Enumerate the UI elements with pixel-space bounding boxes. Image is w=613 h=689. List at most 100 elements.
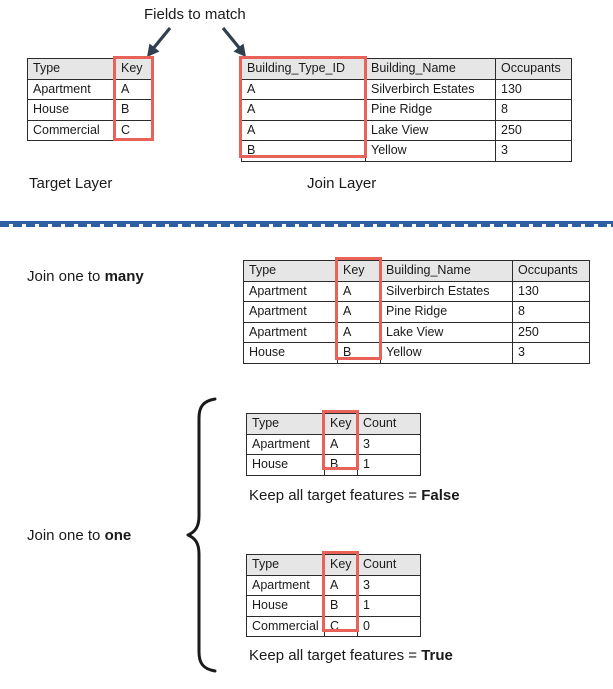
- cell-building-type-id: B: [241, 140, 366, 162]
- table-row: A Pine Ridge 8: [241, 99, 572, 121]
- cell-building-type-id: A: [241, 99, 366, 121]
- table-row: A Lake View 250: [241, 119, 572, 141]
- cell-count: 1: [357, 595, 421, 617]
- cell-type: Apartment: [243, 321, 338, 343]
- table-row: House B 1: [246, 454, 421, 476]
- cell-key: C: [115, 119, 153, 141]
- section-divider: [0, 221, 613, 231]
- cell-type: Commercial: [246, 615, 325, 637]
- table-row: Apartment A Pine Ridge 8: [243, 301, 590, 323]
- column-header-key: Key: [115, 58, 153, 80]
- cell-type: Apartment: [243, 301, 338, 323]
- join-one-to-one-emphasis: one: [104, 527, 132, 544]
- column-header-count: Count: [357, 413, 421, 435]
- cell-type: House: [246, 595, 325, 617]
- column-header-building-name: Building_Name: [380, 260, 513, 282]
- cell-key: A: [324, 433, 358, 455]
- cell-building-name: Yellow: [380, 342, 513, 364]
- column-header-key: Key: [337, 260, 381, 282]
- cell-type: Apartment: [246, 433, 325, 455]
- table-header-row: Type Key Building_Name Occupants: [243, 260, 590, 282]
- cell-occupants: 250: [512, 321, 590, 343]
- cell-key: B: [324, 454, 358, 476]
- column-header-occupants: Occupants: [512, 260, 590, 282]
- table-row: Apartment A: [27, 78, 153, 100]
- column-header-type: Type: [246, 554, 325, 576]
- arrow-down-right-icon: [219, 26, 253, 58]
- cell-building-name: Silverbirch Estates: [380, 280, 513, 302]
- cell-building-name: Pine Ridge: [380, 301, 513, 323]
- column-header-occupants: Occupants: [495, 58, 572, 80]
- cell-key: A: [337, 301, 381, 323]
- join-one-to-many-emphasis: many: [104, 268, 144, 285]
- table-header-row: Type Key Count: [246, 413, 421, 435]
- join-layer-caption: Join Layer: [307, 175, 377, 192]
- table-row: House B: [27, 99, 153, 121]
- keep-all-false-value: False: [421, 487, 460, 504]
- cell-key: B: [337, 342, 381, 364]
- one-to-many-table: Type Key Building_Name Occupants Apartme…: [243, 260, 590, 364]
- cell-building-type-id: A: [241, 78, 366, 100]
- table-row: B Yellow 3: [241, 140, 572, 162]
- cell-key: A: [324, 574, 358, 596]
- cell-type: Commercial: [27, 119, 116, 141]
- join-layer-table-wrap: Building_Type_ID Building_Name Occupants…: [239, 56, 572, 162]
- cell-key: A: [337, 280, 381, 302]
- cell-occupants: 3: [495, 140, 572, 162]
- cell-building-name: Yellow: [365, 140, 496, 162]
- cell-occupants: 3: [512, 342, 590, 364]
- one-to-one-true-table: Type Key Count Apartment A 3 House B 1 C…: [246, 554, 421, 637]
- one-to-one-false-table-wrap: Type Key Count Apartment A 3 House B 1: [246, 410, 421, 476]
- cell-occupants: 8: [495, 99, 572, 121]
- table-row: Apartment A Silverbirch Estates 130: [243, 280, 590, 302]
- table-header-row: Type Key: [27, 58, 153, 80]
- keep-all-true-caption: Keep all target features = True: [249, 647, 453, 665]
- column-header-key: Key: [324, 554, 358, 576]
- cell-key: C: [324, 615, 358, 637]
- table-row: Commercial C: [27, 119, 153, 141]
- table-row: Apartment A 3: [246, 574, 421, 596]
- column-header-building-type-id: Building_Type_ID: [241, 58, 366, 80]
- join-layer-table: Building_Type_ID Building_Name Occupants…: [241, 58, 572, 162]
- join-one-to-one-prefix: Join one to: [27, 527, 105, 544]
- cell-key: A: [337, 321, 381, 343]
- cell-key: B: [324, 595, 358, 617]
- table-row: Apartment A Lake View 250: [243, 321, 590, 343]
- cell-count: 1: [357, 454, 421, 476]
- column-header-count: Count: [357, 554, 421, 576]
- column-header-type: Type: [243, 260, 338, 282]
- one-to-one-true-table-wrap: Type Key Count Apartment A 3 House B 1 C…: [246, 551, 421, 637]
- target-layer-table-wrap: Type Key Apartment A House B Commercial …: [27, 56, 154, 141]
- join-one-to-many-prefix: Join one to: [27, 268, 105, 285]
- one-to-many-table-wrap: Type Key Building_Name Occupants Apartme…: [243, 257, 590, 364]
- table-row: House B 1: [246, 595, 421, 617]
- table-row: A Silverbirch Estates 130: [241, 78, 572, 100]
- table-row: House B Yellow 3: [243, 342, 590, 364]
- cell-building-name: Lake View: [365, 119, 496, 141]
- keep-all-true-value: True: [421, 647, 453, 664]
- cell-type: House: [27, 99, 116, 121]
- fields-to-match-label: Fields to match: [144, 6, 246, 23]
- arrow-down-left-icon: [140, 26, 174, 58]
- table-header-row: Type Key Count: [246, 554, 421, 576]
- cell-type: Apartment: [246, 574, 325, 596]
- table-row: Commercial C 0: [246, 615, 421, 637]
- keep-all-false-caption: Keep all target features = False: [249, 487, 460, 505]
- column-header-type: Type: [246, 413, 325, 435]
- cell-occupants: 130: [512, 280, 590, 302]
- column-header-type: Type: [27, 58, 116, 80]
- table-header-row: Building_Type_ID Building_Name Occupants: [241, 58, 572, 80]
- curly-brace-icon: [186, 396, 217, 674]
- cell-type: Apartment: [27, 78, 116, 100]
- cell-building-name: Silverbirch Estates: [365, 78, 496, 100]
- cell-type: House: [243, 342, 338, 364]
- cell-key: A: [115, 78, 153, 100]
- cell-count: 0: [357, 615, 421, 637]
- join-one-to-one-label: Join one to one: [27, 527, 132, 545]
- cell-type: House: [246, 454, 325, 476]
- cell-building-type-id: A: [241, 119, 366, 141]
- cell-occupants: 130: [495, 78, 572, 100]
- cell-count: 3: [357, 433, 421, 455]
- target-layer-caption: Target Layer: [29, 175, 113, 192]
